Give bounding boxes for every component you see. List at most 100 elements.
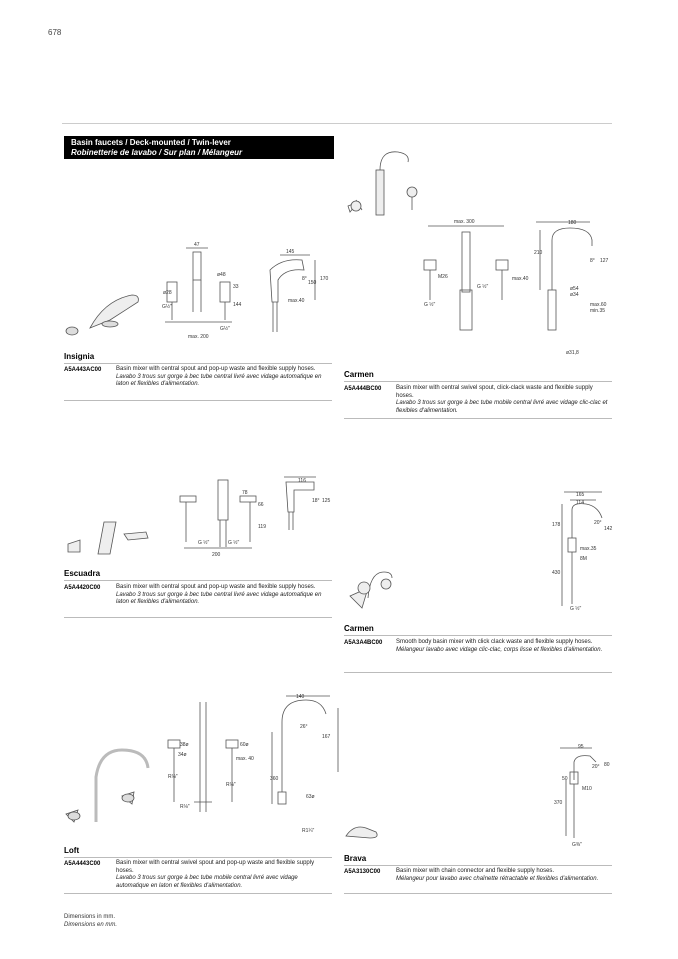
- carmen-dim: max.40: [512, 276, 529, 282]
- product-divider: [64, 363, 332, 364]
- carmen-dim: ø31,8: [566, 350, 579, 356]
- carmen-dim: max. 300: [454, 219, 475, 225]
- description-fr: Lavabo 3 trous sur gorge à bec tube cent…: [116, 373, 322, 388]
- carmen-dim: G ½": [477, 283, 488, 290]
- carmen-smooth-dim: 142: [604, 526, 613, 532]
- escuadra-drawing: 116 78 18° 125 66 119 G ½" G ½" 200: [67, 476, 331, 558]
- carmen-smooth-drawing: 165 114 178 20° 142 max.35 8M 430 G ½": [349, 491, 613, 612]
- description-en: Basin mixer with central swivel spout an…: [116, 860, 315, 874]
- product-divider: [344, 381, 612, 382]
- description-en: Basin mixer with central spout and pop-u…: [116, 366, 316, 372]
- carmen-dim: 127: [600, 258, 609, 264]
- loft-dim: 167: [322, 734, 331, 740]
- insignia-dim: G½": [220, 325, 230, 332]
- escuadra-dim: 116: [298, 478, 306, 484]
- description-en: Basin mixer with central spout and pop-u…: [116, 584, 316, 590]
- loft-dim: 34ø: [178, 752, 187, 758]
- carmen-swivel-drawing: max. 300 180 210 8° 127 M26 G ½" max.40 …: [347, 151, 609, 356]
- brava-dim: 370: [554, 800, 563, 806]
- loft-dim: 360: [270, 776, 279, 782]
- brava-dim: 95: [578, 744, 584, 750]
- insignia-dim: 145: [286, 249, 295, 255]
- description-fr: Mélangeur pour lavabo avec chaînette rét…: [396, 875, 599, 882]
- product-divider: [344, 865, 612, 866]
- loft-dim: 60ø: [240, 742, 249, 748]
- carmen-smooth-dim: 8M: [580, 556, 587, 562]
- escuadra-dim: 78: [242, 490, 248, 496]
- carmen-smooth-dim: max.35: [580, 546, 597, 552]
- product-divider: [344, 893, 612, 894]
- footnote-en: Dimensions in mm.: [64, 914, 116, 920]
- insignia-dim: 144: [233, 302, 242, 308]
- description-fr: Lavabo 3 trous sur gorge à bec tube mobi…: [116, 875, 298, 889]
- product-code: A5A4420C00: [64, 585, 101, 591]
- top-divider: [62, 123, 612, 124]
- brava-drawing: 95 20° 80 50 M10 370 G⅜": [345, 744, 610, 848]
- product-code: A5A444BC00: [344, 386, 382, 392]
- escuadra-dim: 18°: [312, 498, 320, 504]
- carmen-smooth-dim: 114: [576, 500, 584, 506]
- product-description: Basin mixer with central spout and pop-u…: [116, 584, 331, 607]
- insignia-dim: max.40: [288, 298, 305, 304]
- carmen-dim: G ½": [424, 301, 435, 308]
- product-name: Carmen: [344, 624, 374, 633]
- brava-dim: 50: [562, 776, 568, 782]
- product-description: Basin mixer with central swivel spout an…: [116, 860, 331, 890]
- carmen-dim: 180: [568, 220, 577, 226]
- escuadra-dim: 119: [258, 524, 266, 530]
- product-divider: [344, 672, 612, 673]
- product-name: Brava: [344, 854, 367, 863]
- insignia-dim: max. 200: [188, 334, 209, 340]
- product-code: A5A443AC00: [64, 367, 102, 373]
- footnote-fr: Dimensions en mm.: [64, 922, 118, 928]
- carmen-dim: max.60: [590, 302, 607, 308]
- product-divider: [344, 418, 612, 419]
- section-title-en: Basin faucets / Deck-mounted / Twin-leve…: [71, 138, 231, 147]
- section-title-fr: Robinetterie de lavabo / Sur plan / Méla…: [71, 147, 243, 157]
- carmen-dim: M26: [438, 274, 448, 280]
- insignia-drawing: 47 145 ø48 8° 170 150 ø28 33 G½" 144 max…: [65, 242, 329, 340]
- product-description: Smooth body basin mixer with click clack…: [396, 639, 612, 654]
- brava-dim: M10: [582, 786, 592, 792]
- product-divider: [344, 635, 612, 636]
- product-divider: [64, 400, 332, 401]
- section-banner: Basin faucets / Deck-mounted / Twin-leve…: [64, 136, 334, 159]
- insignia-dim: ø48: [217, 272, 226, 278]
- product-divider: [64, 893, 332, 894]
- product-name: Escuadra: [64, 569, 101, 578]
- carmen-dim: 210: [534, 250, 543, 256]
- loft-dim: 38ø: [180, 742, 189, 748]
- brava-dim: 80: [604, 762, 610, 768]
- loft-dim: R⅛": [180, 804, 190, 810]
- product-divider: [64, 857, 332, 858]
- product-name: Insignia: [64, 352, 95, 361]
- loft-drawing: 140 26° 167 38ø 34ø 60ø max. 40 R⅛" R⅛" …: [65, 694, 339, 834]
- carmen-smooth-dim: 20°: [594, 520, 602, 526]
- carmen-dim: 8°: [590, 258, 595, 264]
- product-name: Loft: [64, 846, 80, 855]
- carmen-smooth-dim: G ½": [570, 605, 581, 612]
- loft-dim: 63ø: [306, 794, 315, 800]
- product-code: A5A4443C00: [64, 861, 101, 867]
- product-description: Basin mixer with central spout and pop-u…: [116, 366, 331, 389]
- page-number: 678: [48, 28, 62, 37]
- carmen-smooth-dim: 178: [552, 522, 561, 528]
- product-divider: [64, 580, 332, 581]
- brava-dim: G⅜": [572, 842, 582, 848]
- product-divider: [64, 617, 332, 618]
- escuadra-dim: G ½": [228, 539, 239, 546]
- carmen-dim: ø54: [570, 286, 579, 292]
- product-description: Basin mixer with chain connector and fle…: [396, 868, 612, 883]
- product-name: Carmen: [344, 370, 374, 379]
- insignia-dim: 33: [233, 284, 239, 290]
- loft-dim: 26°: [300, 724, 308, 730]
- carmen-dim: min.35: [590, 308, 605, 314]
- insignia-dim: 170: [320, 276, 329, 282]
- loft-dim: R1¼": [302, 828, 315, 834]
- description-fr: Mélangeur lavabo avec vidage clic-clac, …: [396, 646, 603, 653]
- insignia-dim: 47: [194, 242, 200, 248]
- insignia-dim: G½": [162, 303, 172, 310]
- carmen-smooth-dim: 165: [576, 492, 585, 498]
- product-description: Basin mixer with central swivel spout, c…: [396, 385, 612, 415]
- description-fr: Lavabo 3 trous sur gorge à bec tube cent…: [116, 591, 322, 606]
